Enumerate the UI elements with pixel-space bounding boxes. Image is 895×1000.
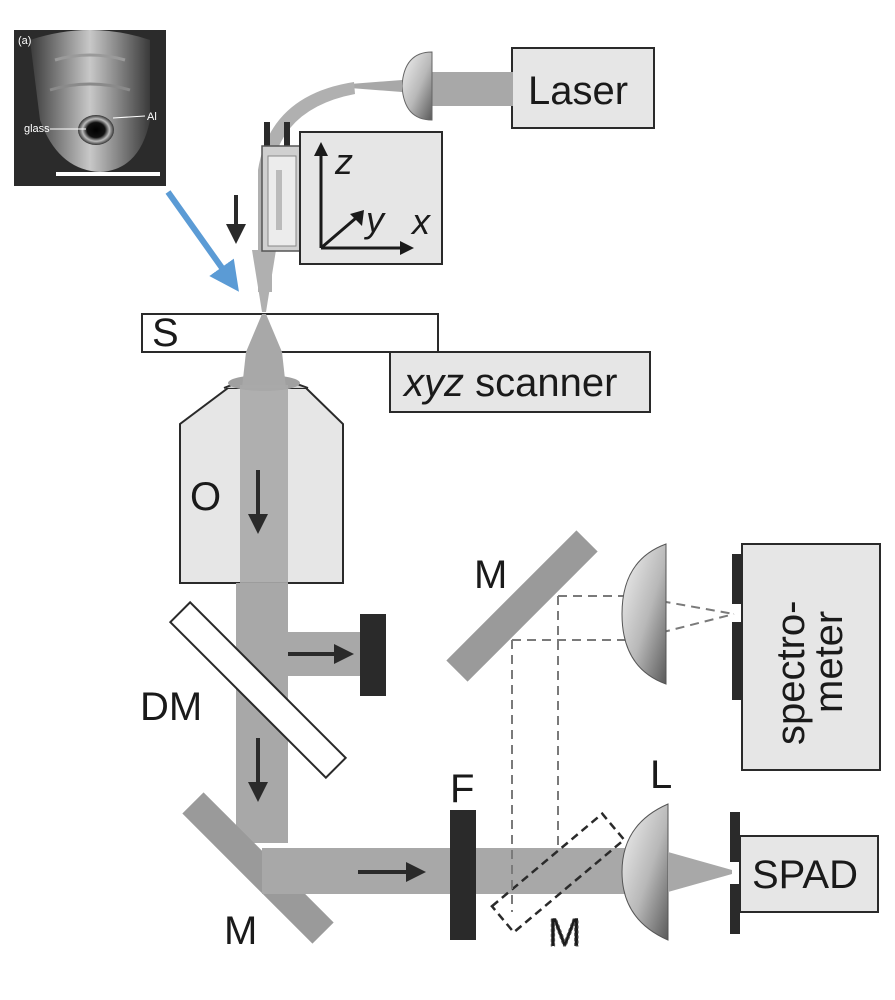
xyz-scanner-italic: xyz <box>402 361 464 405</box>
xyz-scanner-rest: scanner <box>464 361 617 405</box>
spad-pinhole-bottom <box>730 884 740 934</box>
arrow-lower-head <box>248 782 268 802</box>
axis-z-label: z <box>334 141 353 182</box>
inset-panel-label: (a) <box>18 35 31 47</box>
arrow-horizontal-head <box>406 862 426 882</box>
spectrometer-lens <box>621 543 667 685</box>
coupling-cone <box>350 80 402 92</box>
spad-focus-cone <box>668 852 732 892</box>
sample-label: S <box>152 311 179 355</box>
flip-mirror <box>490 811 626 935</box>
spad-box <box>739 835 879 913</box>
spad-label: SPAD <box>752 853 858 897</box>
arrow-beamdump-head <box>334 644 354 664</box>
coupling-lens <box>401 51 433 121</box>
collection-cone-top <box>246 314 282 352</box>
xyz-scanner-box <box>389 351 651 413</box>
inset-sem-image: (a) glass Al <box>14 30 166 186</box>
optical-fiber <box>258 82 355 292</box>
spad-lens <box>621 803 669 941</box>
beam-dump <box>360 614 386 696</box>
objective-label: O <box>190 475 221 519</box>
lens-label: L <box>650 753 672 797</box>
bottom-mirror-label: M <box>224 909 257 953</box>
axis-x-label: x <box>410 201 432 242</box>
spectrometer-text-group: spectro- meter <box>769 601 851 746</box>
inset-pointer-arrow <box>165 190 239 292</box>
xyz-scanner-label: xyz scanner <box>402 361 617 405</box>
spectrometer-box <box>741 543 881 771</box>
dichroic-mirror <box>168 600 348 780</box>
beam-in-objective <box>240 385 288 583</box>
axis-y-label: y <box>363 199 386 240</box>
bottom-mirror <box>182 792 334 944</box>
spectrometer-label-line1: spectro- <box>769 601 813 746</box>
laser-box <box>511 47 655 129</box>
collection-cone-mid <box>242 352 286 388</box>
filter <box>450 810 476 940</box>
top-mirror-label: M <box>474 553 507 597</box>
spectrometer-label-line2: meter <box>807 611 851 713</box>
dichroic-label: DM <box>140 685 202 729</box>
arrow-objective-head <box>248 514 268 534</box>
top-mirror <box>446 530 598 682</box>
sample-slide <box>141 313 439 353</box>
flip-mirror-label: M <box>548 911 581 955</box>
scale-bar <box>56 172 160 176</box>
spad-pinhole-top <box>730 812 740 862</box>
probe-holder <box>261 122 303 252</box>
spectrometer-slit-bottom <box>732 622 742 700</box>
arrow-probe-down-head <box>226 224 246 244</box>
probe-tip <box>252 250 276 312</box>
inset-glass-label: glass <box>24 123 50 135</box>
filter-label: F <box>450 767 474 811</box>
laser-label: Laser <box>528 69 628 113</box>
spectrometer-slit-top <box>732 554 742 604</box>
inset-al-label: Al <box>147 111 157 123</box>
axes-box: z y x <box>299 131 443 265</box>
laser-beam <box>425 72 513 106</box>
